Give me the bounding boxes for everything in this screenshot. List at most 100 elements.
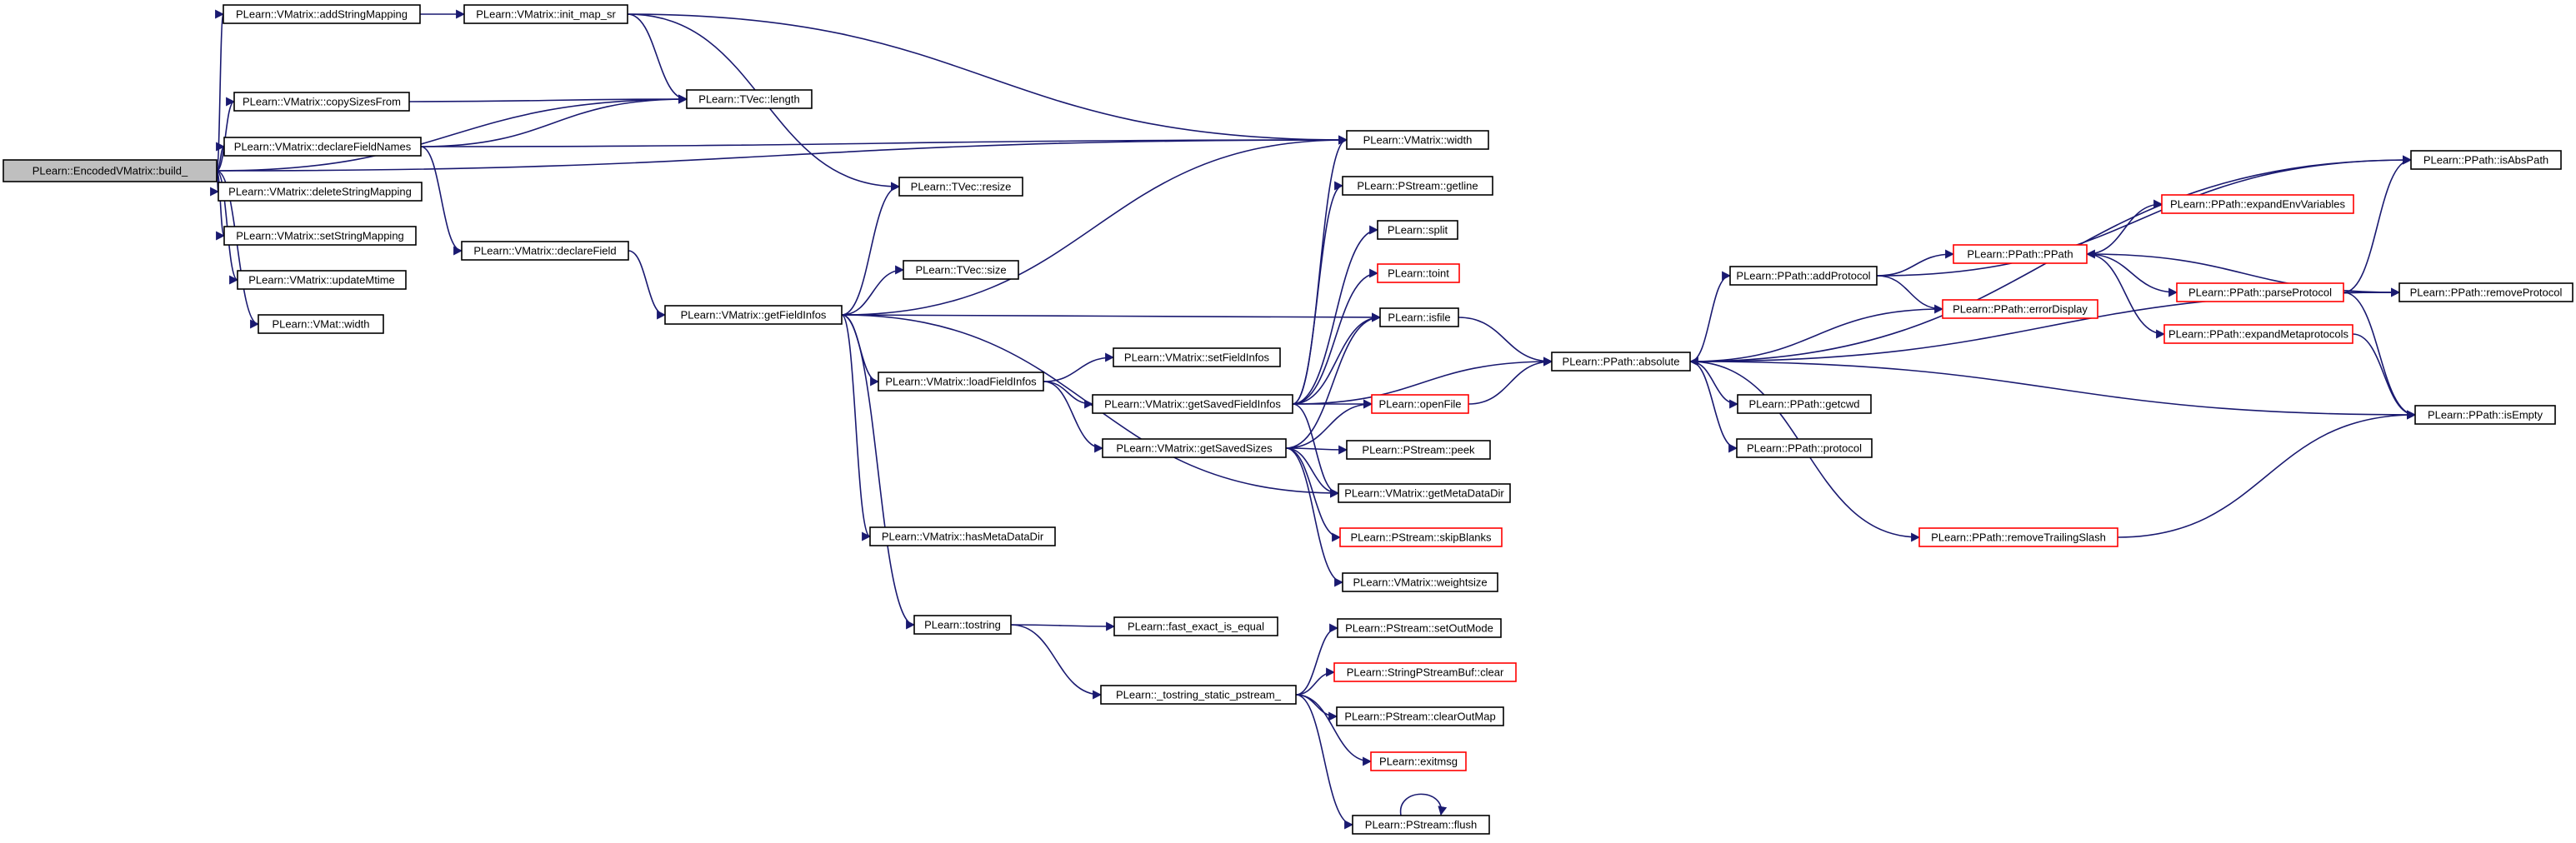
node-tvec-length[interactable]: PLearn::TVec::length (686, 89, 813, 109)
node-expand-metaprotocols[interactable]: PLearn::PPath::expandMetaprotocols (2163, 324, 2353, 344)
node-get-field-infos[interactable]: PLearn::VMatrix::getFieldInfos (664, 305, 843, 325)
node-skip-blanks[interactable]: PLearn::PStream::skipBlanks (1339, 527, 1503, 547)
node-add-string-mapping[interactable]: PLearn::VMatrix::addStringMapping (223, 4, 421, 24)
node-label: PLearn::PPath::addProtocol (1736, 270, 1870, 282)
node-box (664, 305, 843, 325)
edge-load-field-infos-to-get-saved-sizes (1043, 381, 1104, 453)
node-label: PLearn::VMatrix::addStringMapping (236, 8, 408, 21)
node-get-meta-data-dir[interactable]: PLearn::VMatrix::getMetaDataDir (1338, 483, 1511, 503)
edges-layer (209, 9, 2417, 830)
node-label: PLearn::PPath::expandMetaprotocols (2168, 328, 2349, 341)
node-protocol[interactable]: PLearn::PPath::protocol (1736, 438, 1873, 458)
node-add-protocol[interactable]: PLearn::PPath::addProtocol (1729, 266, 1878, 286)
edge-remove-trailing-slash-to-is-empty (2117, 410, 2417, 538)
node-get-saved-sizes[interactable]: PLearn::VMatrix::getSavedSizes (1102, 438, 1287, 458)
node-absolute[interactable]: PLearn::PPath::absolute (1551, 352, 1691, 372)
node-declare-field[interactable]: PLearn::VMatrix::declareField (461, 241, 629, 261)
node-vmat-width[interactable]: PLearn::VMat::width (258, 314, 384, 334)
node-get-saved-field-infos[interactable]: PLearn::VMatrix::getSavedFieldInfos (1092, 394, 1293, 414)
edge-get-saved-field-infos-to-split (1292, 225, 1379, 405)
edge-declare-field-names-to-declare-field (420, 146, 463, 256)
node-init-map-sr[interactable]: PLearn::VMatrix::init_map_sr (463, 4, 628, 24)
node-has-meta-data-dir[interactable]: PLearn::VMatrix::hasMetaDataDir (869, 526, 1056, 546)
node-open-file[interactable]: PLearn::openFile (1371, 394, 1469, 414)
node-box (1551, 352, 1691, 372)
node-build[interactable]: PLearn::EncodedVMatrix::build_ (3, 159, 218, 182)
node-getline[interactable]: PLearn::PStream::getline (1342, 176, 1493, 196)
edge-get-saved-field-infos-to-toint (1292, 268, 1379, 405)
node-copy-sizes-from[interactable]: PLearn::VMatrix::copySizesFrom (233, 92, 410, 112)
node-peek[interactable]: PLearn::PStream::peek (1346, 440, 1491, 460)
node-is-abs-path[interactable]: PLearn::PPath::isAbsPath (2410, 150, 2562, 170)
node-load-field-infos[interactable]: PLearn::VMatrix::loadFieldInfos (878, 372, 1044, 392)
node-weightsize[interactable]: PLearn::VMatrix::weightsize (1342, 572, 1498, 592)
node-is-empty[interactable]: PLearn::PPath::isEmpty (2414, 405, 2556, 425)
node-box (463, 4, 628, 24)
node-flush[interactable]: PLearn::PStream::flush (1352, 815, 1490, 835)
node-box (1336, 706, 1504, 726)
node-vm-width[interactable]: PLearn::VMatrix::width (1346, 130, 1489, 150)
node-label: PLearn::VMatrix::declareFieldNames (234, 141, 412, 153)
node-update-mtime[interactable]: PLearn::VMatrix::updateMtime (237, 270, 407, 290)
node-clear-out-map[interactable]: PLearn::PStream::clearOutMap (1336, 706, 1504, 726)
node-box (2161, 194, 2354, 214)
node-tostring-static[interactable]: PLearn::_tostring_static_pstream_ (1100, 685, 1297, 705)
node-box (869, 526, 1056, 546)
edge-parse-protocol-to-is-empty (2343, 292, 2417, 420)
node-label: PLearn::VMat::width (272, 318, 369, 331)
node-set-string-mapping[interactable]: PLearn::VMatrix::setStringMapping (223, 226, 417, 246)
node-label: PLearn::VMatrix::width (1363, 134, 1473, 147)
node-split[interactable]: PLearn::split (1377, 220, 1458, 240)
node-tostring[interactable]: PLearn::tostring (913, 615, 1012, 635)
edge-declare-field-to-get-field-infos (628, 250, 667, 320)
node-declare-field-names[interactable]: PLearn::VMatrix::declareFieldNames (223, 137, 422, 157)
node-box (1352, 815, 1490, 835)
node-set-field-infos[interactable]: PLearn::VMatrix::setFieldInfos (1113, 347, 1281, 367)
node-remove-protocol[interactable]: PLearn::PPath::removeProtocol (2398, 282, 2573, 302)
node-label: PLearn::PStream::clearOutMap (1344, 711, 1495, 723)
edge-tostring-static-to-exitmsg (1295, 694, 1373, 766)
node-tvec-size[interactable]: PLearn::TVec::size (903, 260, 1019, 280)
node-toint[interactable]: PLearn::toint (1377, 263, 1460, 283)
node-exitmsg[interactable]: PLearn::exitmsg (1370, 751, 1467, 771)
node-label: PLearn::VMatrix::deleteStringMapping (228, 186, 412, 198)
node-fast-exact[interactable]: PLearn::fast_exact_is_equal (1113, 616, 1278, 636)
node-box (1113, 616, 1278, 636)
edge-copy-sizes-from-to-tvec-length (408, 94, 688, 104)
node-label: PLearn::VMatrix::setStringMapping (236, 230, 404, 242)
node-label: PLearn::VMatrix::getMetaDataDir (1344, 487, 1504, 500)
node-set-out-mode[interactable]: PLearn::PStream::setOutMode (1337, 618, 1502, 638)
node-label: PLearn::VMatrix::getSavedFieldInfos (1104, 398, 1281, 411)
node-remove-trailing-slash[interactable]: PLearn::PPath::removeTrailingSlash (1918, 527, 2118, 547)
edge-expand-metaprotocols-to-is-empty (2352, 333, 2417, 420)
node-box (1736, 438, 1873, 458)
node-box (2410, 150, 2562, 170)
node-label: PLearn::isfile (1388, 312, 1450, 324)
node-label: PLearn::VMatrix::getFieldInfos (681, 309, 827, 322)
node-box (258, 314, 384, 334)
node-box (1342, 572, 1498, 592)
node-parse-protocol[interactable]: PLearn::PPath::parseProtocol (2176, 282, 2344, 302)
node-label: PLearn::PStream::flush (1365, 819, 1477, 831)
node-tvec-resize[interactable]: PLearn::TVec::resize (898, 177, 1023, 197)
node-label: PLearn::VMatrix::setFieldInfos (1124, 352, 1270, 364)
node-label: PLearn::TVec::resize (911, 181, 1012, 193)
node-box (686, 89, 813, 109)
node-box (223, 137, 422, 157)
edge-get-field-infos-to-has-meta-data-dir (841, 314, 872, 541)
node-expand-env-variables[interactable]: PLearn::PPath::expandEnvVariables (2161, 194, 2354, 214)
node-label: PLearn::StringPStreamBuf::clear (1347, 666, 1504, 679)
node-error-display[interactable]: PLearn::PPath::errorDisplay (1942, 299, 2098, 319)
node-label: PLearn::toint (1388, 267, 1449, 280)
node-delete-string-mapping[interactable]: PLearn::VMatrix::deleteStringMapping (218, 182, 423, 202)
node-box (1942, 299, 2098, 319)
node-box (2414, 405, 2556, 425)
node-getcwd[interactable]: PLearn::PPath::getcwd (1737, 394, 1872, 414)
node-ppath-ctor[interactable]: PLearn::PPath::PPath (1953, 244, 2088, 264)
edge-get-saved-field-infos-to-absolute (1292, 357, 1553, 405)
node-isfile[interactable]: PLearn::isfile (1379, 307, 1459, 327)
node-sbuf-clear[interactable]: PLearn::StringPStreamBuf::clear (1333, 662, 1517, 682)
edge-get-field-infos-to-tostring (841, 314, 916, 630)
edge-get-field-infos-to-tvec-resize (841, 182, 901, 316)
edge-add-protocol-to-error-display (1876, 275, 1944, 314)
